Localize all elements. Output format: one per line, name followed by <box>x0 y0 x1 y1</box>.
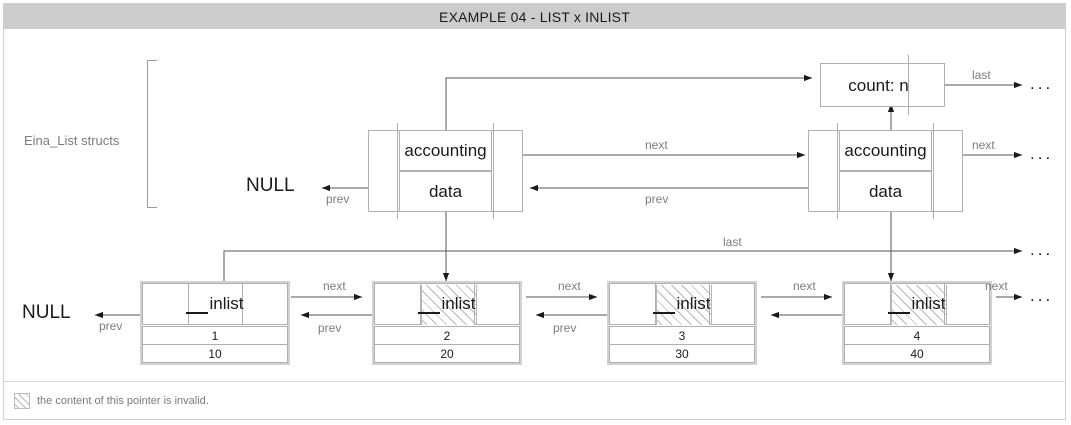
last-pointer-label: last <box>723 235 742 249</box>
inlist4-value1: 4 <box>844 326 990 345</box>
inlist4-divider-right <box>944 283 945 325</box>
struct2-divider-right <box>933 123 934 219</box>
legend-bar: the content of this pointer is invalid. <box>4 381 1065 419</box>
eina-list-struct-1: accounting data <box>368 123 523 219</box>
inlist1-name: inlist <box>186 294 244 314</box>
group-label: Eina_List structs <box>24 133 120 148</box>
inlist1-prev-label: prev <box>99 319 123 333</box>
inlist-node-3: inlist 3 30 <box>607 281 757 365</box>
inlist4-invalid-hatch <box>891 285 947 325</box>
inlist1-divider-right <box>242 283 243 325</box>
inlist2-next-label: next <box>558 279 581 293</box>
count-box: count: n <box>820 63 945 107</box>
count-label: count: n <box>848 76 909 95</box>
inlist3-next-label: next <box>793 279 816 293</box>
inlist4-value2: 40 <box>844 344 990 363</box>
inlist1-next-label: next <box>323 279 346 293</box>
legend-text: the content of this pointer is invalid. <box>37 395 209 407</box>
inlist4-pointer-cell: inlist <box>844 283 990 325</box>
inlist3-pointer-cell: inlist <box>609 283 755 325</box>
struct2-accounting-cell: accounting <box>839 130 932 171</box>
inlist3-value1: 3 <box>609 326 755 345</box>
inlist1-value2: 10 <box>142 344 288 363</box>
inlist2-pointer-cell: inlist <box>374 283 520 325</box>
inlist2-prev-label: prev <box>318 321 342 335</box>
page-title: EXAMPLE 04 - LIST x INLIST <box>439 8 630 25</box>
inlist1-divider-left <box>188 283 189 325</box>
inlist2-invalid-hatch <box>421 285 477 325</box>
count-last-label: last <box>972 68 991 82</box>
inlist3-name: inlist <box>653 294 711 314</box>
inlist-node-2: inlist 2 20 <box>372 281 522 365</box>
inlist-node-1: inlist 1 10 <box>140 281 290 365</box>
inlist2-divider-right <box>474 283 475 325</box>
inlist3-prev-label: prev <box>553 321 577 335</box>
inlist3-divider-right <box>709 283 710 325</box>
struct2-next-dots: ... <box>1030 144 1054 163</box>
inlist4-next-label: next <box>985 279 1008 293</box>
inlist4-divider-left <box>890 283 891 325</box>
struct1-prev-label: prev <box>326 192 350 206</box>
struct1-divider-right <box>493 123 494 219</box>
legend-row: the content of this pointer is invalid. <box>14 393 209 409</box>
inlist2-value2: 20 <box>374 344 520 363</box>
eina-list-bracket <box>147 60 157 208</box>
struct1-next-label: next <box>645 138 668 152</box>
struct1-divider-left <box>397 123 398 219</box>
count-last-dots: ... <box>1030 74 1054 93</box>
inlist4-next-dots: ... <box>1030 286 1054 305</box>
inlist4-name: inlist <box>888 294 946 314</box>
struct2-data-cell: data <box>839 171 932 212</box>
inlist1-value1: 1 <box>142 326 288 345</box>
inlist-node-4: inlist 4 40 <box>842 281 992 365</box>
struct2-next-label: next <box>972 138 995 152</box>
count-box-divider <box>908 55 909 115</box>
struct2-prev-label: prev <box>645 192 669 206</box>
diagram-title-bar: EXAMPLE 04 - LIST x INLIST <box>4 4 1065 29</box>
struct1-accounting-cell: accounting <box>399 130 492 171</box>
inlist3-divider-left <box>655 283 656 325</box>
wire-accounting-to-count <box>445 74 813 152</box>
inlist1-pointer-cell: inlist <box>142 283 288 325</box>
inlist2-value1: 2 <box>374 326 520 345</box>
struct1-data-cell: data <box>399 171 492 212</box>
inlist3-invalid-hatch <box>656 285 712 325</box>
inlist3-value2: 30 <box>609 344 755 363</box>
inlist2-divider-left <box>420 283 421 325</box>
last-pointer-dots: ... <box>1030 240 1054 259</box>
hatched-square-icon <box>14 393 30 409</box>
null-label-bottom: NULL <box>22 302 71 323</box>
inlist2-name: inlist <box>418 294 476 314</box>
eina-list-struct-2: accounting data <box>808 123 963 219</box>
struct2-divider-left <box>837 123 838 219</box>
null-label-top: NULL <box>246 175 295 196</box>
